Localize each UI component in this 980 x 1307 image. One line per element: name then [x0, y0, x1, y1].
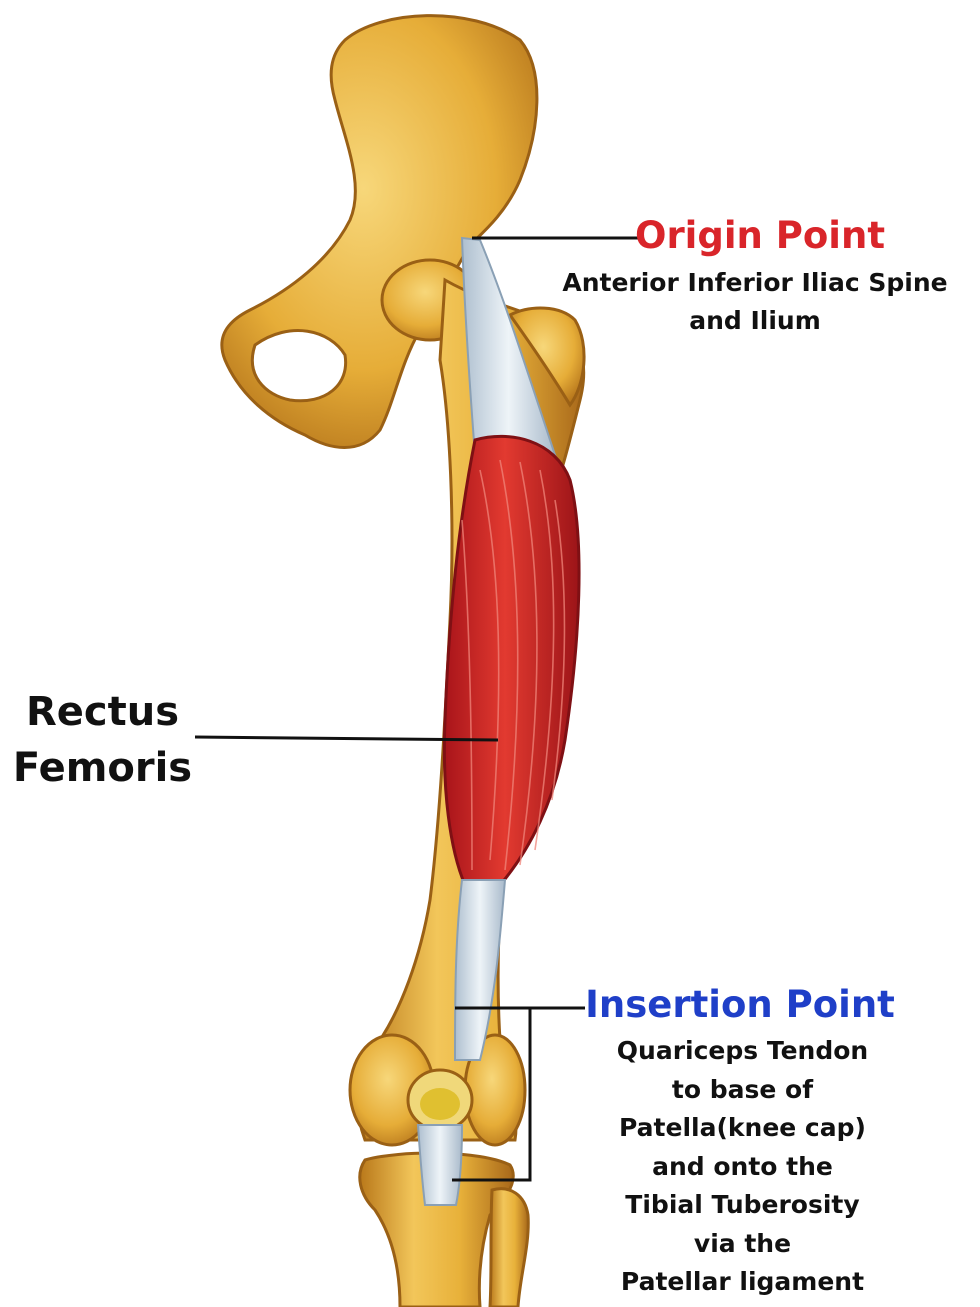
insertion-description-line: via the	[575, 1225, 910, 1264]
rectus-femoris-muscle	[444, 436, 579, 885]
insertion-description-line: Quariceps Tendon	[575, 1032, 910, 1071]
muscle-name-line: Femoris	[0, 740, 205, 796]
origin-description-line: Anterior Inferior Iliac Spine	[530, 264, 980, 302]
insertion-description-line: Patellar ligament	[575, 1263, 910, 1302]
insertion-point-title: Insertion Point	[570, 983, 910, 1026]
insertion-description-line: and onto the	[575, 1148, 910, 1187]
origin-description-line: and Ilium	[530, 302, 980, 340]
insertion-description-line: Tibial Tuberosity	[575, 1186, 910, 1225]
muscle-name-label: Rectus Femoris	[0, 684, 205, 796]
patella	[408, 1070, 472, 1130]
patellar-ligament	[418, 1125, 462, 1205]
insertion-description-line: Patella(knee cap)	[575, 1109, 910, 1148]
muscle-name-line: Rectus	[0, 684, 205, 740]
origin-point-description: Anterior Inferior Iliac Spine and Ilium	[530, 264, 980, 340]
insertion-description-line: to base of	[575, 1071, 910, 1110]
insertion-point-description: Quariceps Tendon to base of Patella(knee…	[575, 1032, 910, 1302]
origin-point-title: Origin Point	[600, 214, 920, 257]
